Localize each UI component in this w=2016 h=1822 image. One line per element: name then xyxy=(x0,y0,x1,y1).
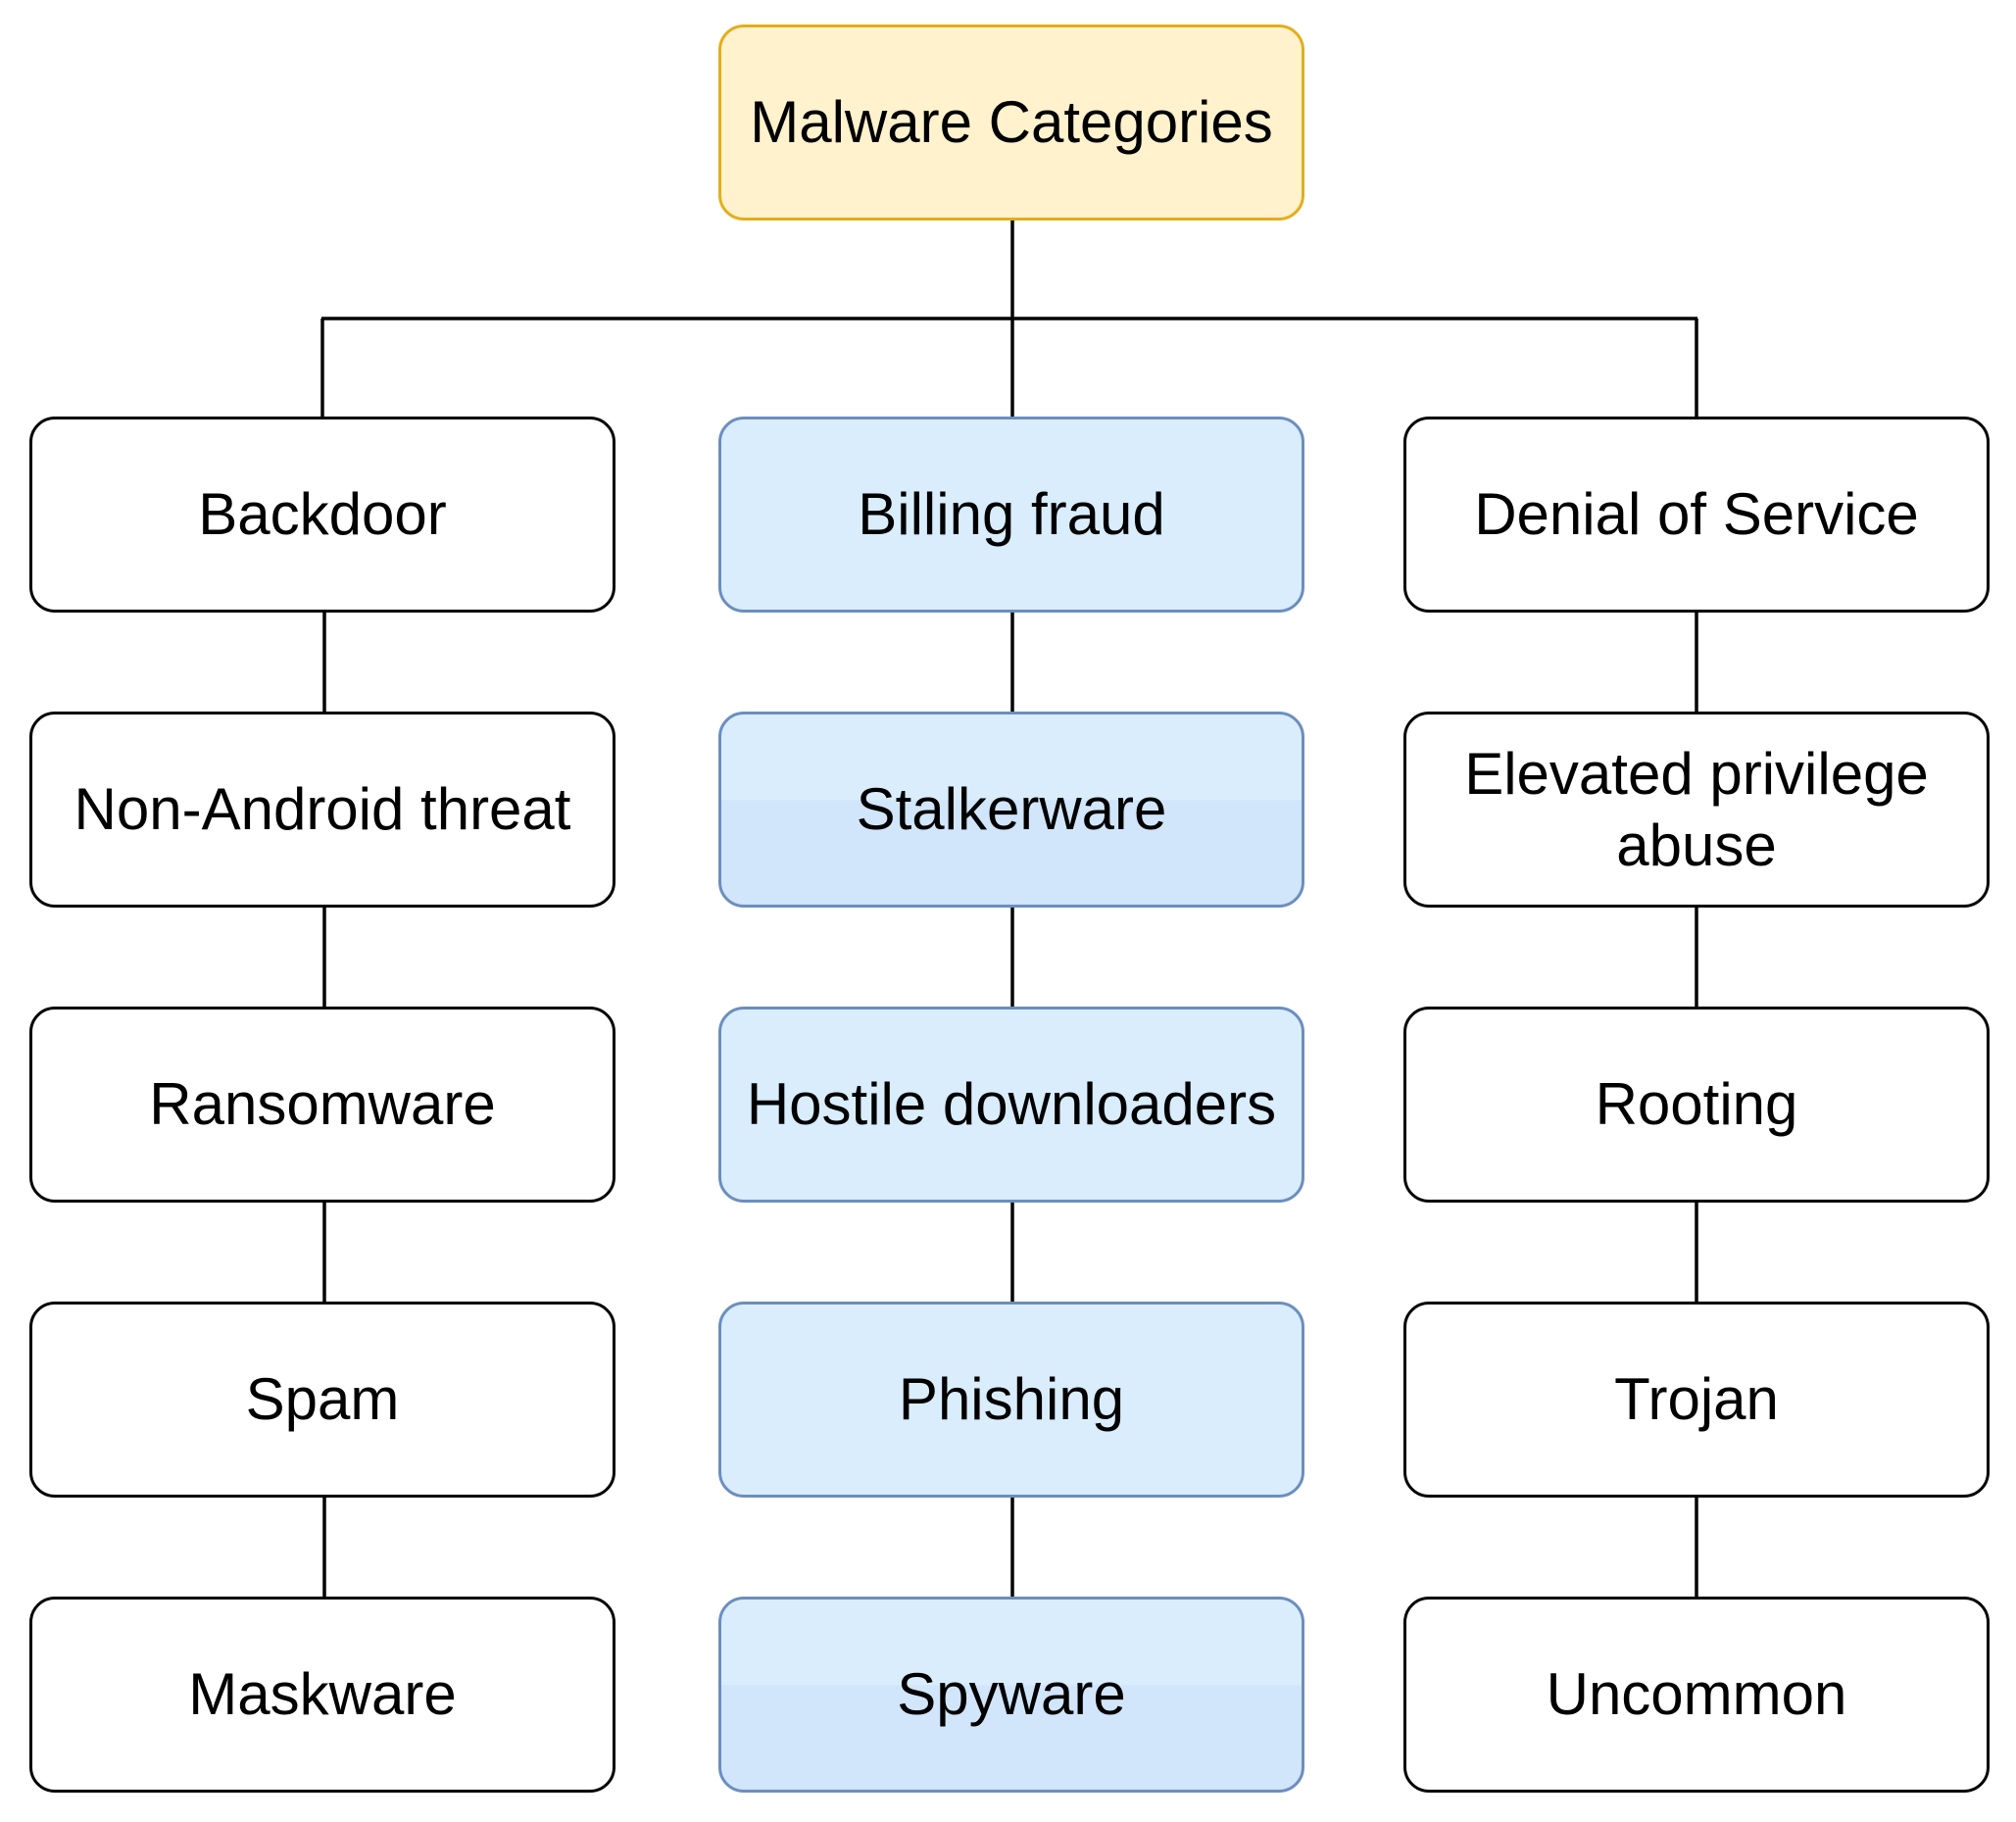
node-label: Backdoor xyxy=(198,481,447,548)
node-ransomware: Ransomware xyxy=(29,1007,615,1203)
node-label: Ransomware xyxy=(149,1071,496,1138)
node-non-android-threat: Non-Android threat xyxy=(29,712,615,908)
node-label: Spam xyxy=(245,1366,400,1433)
node-label: Maskware xyxy=(188,1661,457,1728)
node-label: Phishing xyxy=(898,1366,1125,1433)
node-phishing: Phishing xyxy=(718,1302,1304,1498)
node-label: Spyware xyxy=(897,1661,1126,1728)
node-trojan: Trojan xyxy=(1403,1302,1990,1498)
node-uncommon: Uncommon xyxy=(1403,1597,1990,1793)
node-denial-of-service: Denial of Service xyxy=(1403,417,1990,613)
node-spam: Spam xyxy=(29,1302,615,1498)
node-label: Uncommon xyxy=(1546,1661,1847,1728)
node-label: Hostile downloaders xyxy=(746,1071,1277,1138)
root-node-label: Malware Categories xyxy=(750,89,1273,156)
node-label: Non-Android threat xyxy=(74,776,571,843)
node-label: Billing fraud xyxy=(858,481,1165,548)
node-hostile-downloaders: Hostile downloaders xyxy=(718,1007,1304,1203)
node-label: Denial of Service xyxy=(1474,481,1919,548)
node-stalkerware: Stalkerware xyxy=(718,712,1304,908)
node-spyware: Spyware xyxy=(718,1597,1304,1793)
node-label: Stalkerware xyxy=(856,776,1167,843)
node-maskware: Maskware xyxy=(29,1597,615,1793)
node-label: Trojan xyxy=(1614,1366,1779,1433)
node-billing-fraud: Billing fraud xyxy=(718,417,1304,613)
node-backdoor: Backdoor xyxy=(29,417,615,613)
node-elevated-privilege-abuse: Elevated privilege abuse xyxy=(1403,712,1990,908)
node-label: Elevated privilege abuse xyxy=(1464,740,1929,878)
node-rooting: Rooting xyxy=(1403,1007,1990,1203)
node-label: Rooting xyxy=(1595,1071,1798,1138)
root-node-malware-categories: Malware Categories xyxy=(718,25,1304,221)
